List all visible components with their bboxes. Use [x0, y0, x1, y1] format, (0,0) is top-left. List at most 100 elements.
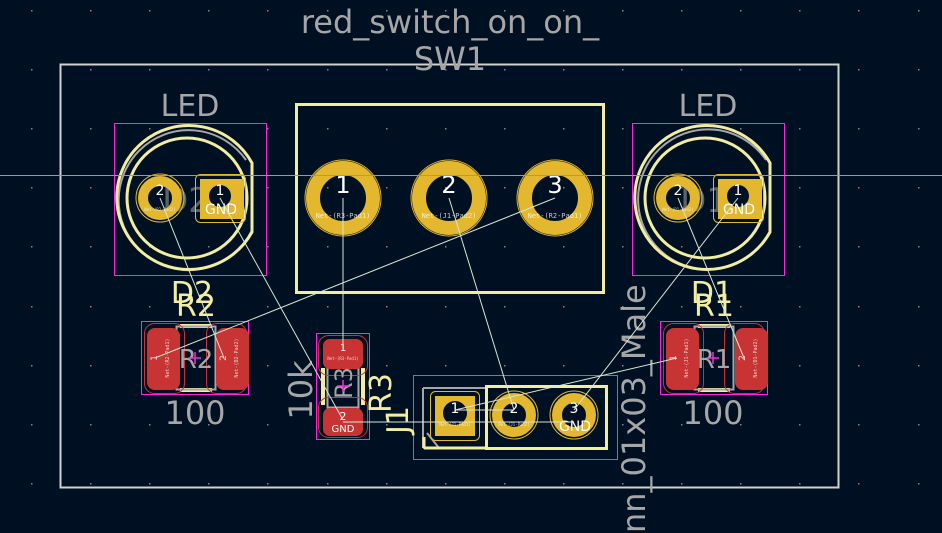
- grid-dot: [622, 306, 624, 308]
- j1-reference-label: J1: [381, 406, 416, 436]
- grid-dot: [31, 128, 33, 130]
- ratsnest: [154, 197, 745, 423]
- grid-dot: [622, 69, 624, 71]
- r3-pad-2[interactable]: 2 GND: [318, 397, 368, 438]
- d1-reference-label: D1: [691, 276, 733, 311]
- grid-dot: [504, 69, 506, 71]
- grid-dot: [563, 187, 565, 189]
- grid-dot: [858, 424, 860, 426]
- j1-pad-1[interactable]: 1 Net-(J1-Pad1): [430, 391, 480, 441]
- grid-dot: [149, 424, 151, 426]
- grid-dot: [386, 365, 388, 367]
- ratsnest-line: [159, 197, 225, 359]
- grid-dot: [386, 187, 388, 189]
- grid-dot: [90, 246, 92, 248]
- r1-fab-reference: R1: [697, 345, 732, 375]
- grid-dot: [386, 424, 388, 426]
- j1-pad-3-net: GND: [559, 419, 591, 435]
- grid-dot: [31, 483, 33, 485]
- d2-value-label: LED: [161, 89, 220, 124]
- grid-dot: [799, 187, 801, 189]
- footprint-sw1[interactable]: 1 Net-(R3-Pad1) 2 Net-(J1-Pad2) 3 Net-(R…: [295, 3, 605, 294]
- grid-dot: [858, 10, 860, 12]
- grid-dot: [504, 483, 506, 485]
- grid-dot: [563, 10, 565, 12]
- r1-pad-1-number: 1: [669, 355, 679, 361]
- sw1-pad-3-net: Net-(R2-Pad1): [528, 212, 583, 220]
- grid-dot: [208, 306, 210, 308]
- grid-dot: [622, 246, 624, 248]
- grid-dot: [31, 424, 33, 426]
- grid-dot: [858, 246, 860, 248]
- grid-dot: [504, 246, 506, 248]
- grid-dot: [622, 187, 624, 189]
- grid-dot: [858, 187, 860, 189]
- grid-dot: [563, 483, 565, 485]
- j1-pad-2[interactable]: 2 Net-(J1-Pad2): [489, 390, 539, 440]
- grid-dot: [918, 128, 920, 130]
- d2-pad-2-net: Net-(R2-Pad2): [144, 207, 175, 212]
- d1-pad-1-number: 1: [734, 183, 743, 199]
- d1-pad-1-net: GND: [723, 202, 755, 218]
- grid-dot: [681, 424, 683, 426]
- d2-pad-2[interactable]: 2 Net-(R2-Pad2): [135, 173, 185, 223]
- grid-dot: [918, 365, 920, 367]
- d2-pad-1[interactable]: 1 GND: [195, 174, 246, 223]
- sw1-pad-2[interactable]: 2 Net-(J1-Pad2): [410, 159, 488, 237]
- sw1-silkscreen-outline: [295, 103, 605, 294]
- grid-dot: [918, 483, 920, 485]
- grid-dot: [386, 483, 388, 485]
- grid-dot: [622, 365, 624, 367]
- footprint-j1[interactable]: 1 Net-(J1-Pad1) 2 Net-(J1-Pad2) 3 GND J1…: [381, 284, 653, 533]
- r2-fab-reference: R2: [179, 345, 214, 375]
- grid-dot: [31, 246, 33, 248]
- grid-dot: [740, 306, 742, 308]
- grid-dot: [90, 10, 92, 12]
- grid-dot: [90, 424, 92, 426]
- ratsnest-line: [219, 197, 344, 421]
- grid-dot: [31, 69, 33, 71]
- grid-dot: [31, 187, 33, 189]
- grid-dot: [563, 128, 565, 130]
- grid-dot: [918, 246, 920, 248]
- d1-pad-2[interactable]: 2 Net-(R1-Pad2): [653, 173, 703, 223]
- grid-dot: [740, 483, 742, 485]
- grid-dot: [799, 365, 801, 367]
- r1-pad-1[interactable]: 1 Net-(J1-Pad1): [663, 323, 704, 394]
- ratsnest-line: [448, 197, 515, 411]
- grid-dot: [681, 306, 683, 308]
- footprint-r1[interactable]: 1 Net-(J1-Pad1) 2 Net-(D1-Pad2) R1 R1 10…: [660, 289, 769, 432]
- grid-dot: [31, 306, 33, 308]
- r3-pad-2-net: GND: [332, 424, 355, 435]
- footprint-d2[interactable]: D2 2 Net-(R2-Pad2) 1 GND LED D2: [114, 89, 267, 311]
- grid-dot: [681, 69, 683, 71]
- grid-dot: [31, 365, 33, 367]
- r1-pad-2-number: 2: [738, 355, 748, 361]
- grid-dot: [445, 306, 447, 308]
- grid-dot: [208, 246, 210, 248]
- grid-dot: [918, 424, 920, 426]
- j1-pad-3[interactable]: 3 GND: [549, 390, 599, 440]
- grid-dot: [622, 424, 624, 426]
- r1-pad-2[interactable]: 2 Net-(D1-Pad2): [724, 323, 769, 394]
- grid-dot: [267, 246, 269, 248]
- grid-dot: [740, 69, 742, 71]
- grid-dot: [327, 128, 329, 130]
- footprint-r2[interactable]: 1 Net-(R2-Pad1) 2 Net-(D2-Pad2) R2 R2 10…: [141, 289, 250, 432]
- r2-pad-1-net: Net-(R2-Pad1): [165, 338, 171, 377]
- d1-pad-1[interactable]: 1 GND: [713, 174, 764, 223]
- grid-dot: [918, 69, 920, 71]
- j1-value-label: nn_01x03_Male: [615, 284, 653, 533]
- grid-dot: [445, 69, 447, 71]
- sw1-pad-3[interactable]: 3 Net-(R2-Pad1): [516, 159, 594, 237]
- sw1-pad-1-number: 1: [335, 171, 350, 199]
- footprint-d1[interactable]: D1 2 Net-(R1-Pad2) 1 GND LED D1: [632, 89, 785, 311]
- grid-dot: [504, 365, 506, 367]
- d2-silkscreen-outline: [115, 124, 254, 271]
- r3-reference-label: R3: [364, 373, 399, 413]
- sw1-reference-label: SW1: [414, 40, 486, 78]
- d2-reference-label: D2: [171, 276, 213, 311]
- grid-dot: [445, 246, 447, 248]
- grid-dot: [681, 483, 683, 485]
